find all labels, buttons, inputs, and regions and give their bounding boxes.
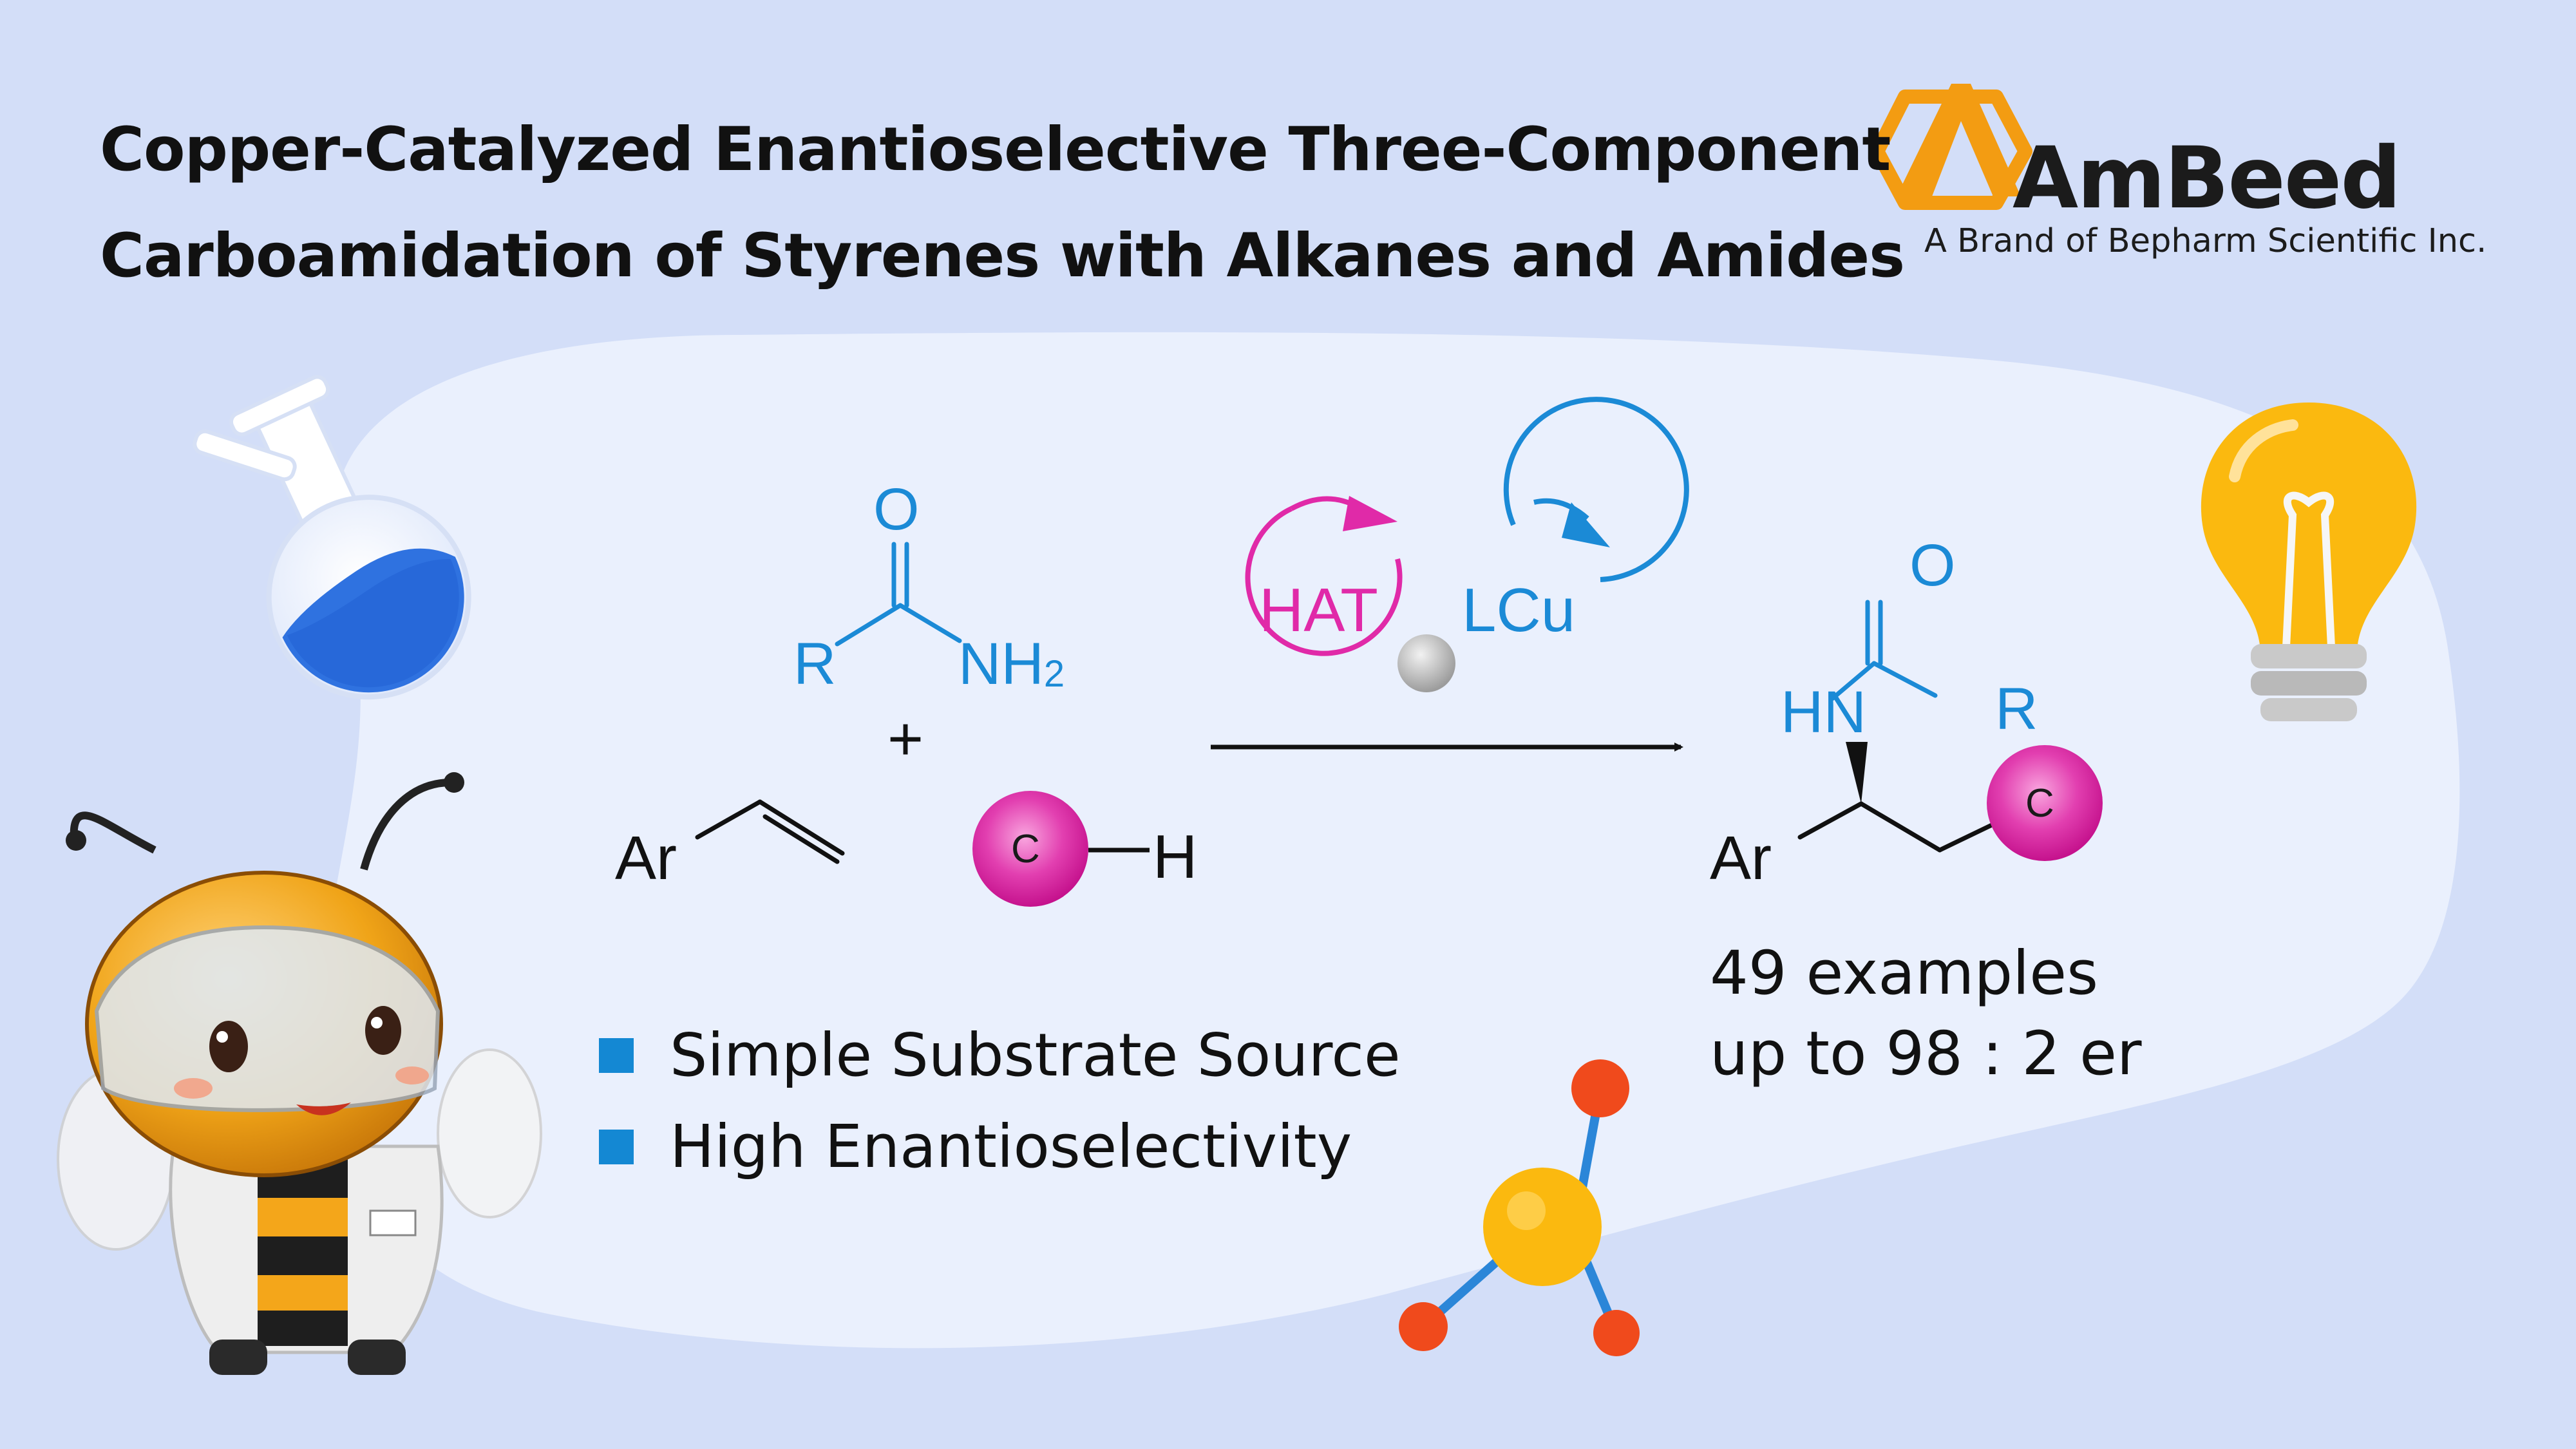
- molecule-icon: [1399, 1059, 1640, 1356]
- bee-mascot-illustration: [57, 772, 542, 1375]
- flask-icon: [229, 375, 471, 700]
- styrene-ar-label: Ar: [615, 824, 677, 893]
- feature-label-2: High Enantioselectivity: [670, 1112, 1352, 1181]
- styrene-structure: [695, 799, 845, 864]
- light-bulb-icon: [2201, 402, 2417, 721]
- brand-name: AmBeed: [2012, 129, 2401, 228]
- feature-item-2: High Enantioselectivity: [599, 1112, 1352, 1181]
- product-carbon-ball: [1987, 745, 2103, 861]
- ambeed-logo-letter: [1897, 84, 2021, 196]
- plus-sign: +: [887, 705, 924, 773]
- er-value: up to 98 : 2 er: [1710, 1019, 2142, 1089]
- cycle-junction-ball: [1397, 634, 1455, 692]
- page-title: Copper-Catalyzed Enantioselective Three-…: [100, 97, 1905, 309]
- amide-structure: [835, 542, 962, 647]
- alkane-carbon-ball: [972, 791, 1088, 907]
- product-structure: [1797, 600, 1996, 853]
- title-line-1: Copper-Catalyzed Enantioselective Three-…: [100, 115, 1891, 185]
- alkane-c-label: C: [1011, 827, 1040, 871]
- examples-count: 49 examples: [1710, 938, 2099, 1009]
- product-hn-label: HN: [1781, 679, 1866, 745]
- hat-label: HAT: [1259, 576, 1378, 645]
- nh-text: NH: [958, 631, 1044, 697]
- product-r-label: R: [1995, 676, 2038, 742]
- product-c-label: C: [2025, 781, 2054, 826]
- bullet-square-icon: [599, 1037, 634, 1073]
- ambeed-logo-icon: [1870, 90, 2032, 210]
- lcu-label: LCu: [1462, 576, 1576, 645]
- wedge-bond: [1846, 742, 1868, 804]
- catalytic-cycles: [1245, 397, 1689, 656]
- feature-label-1: Simple Substrate Source: [670, 1021, 1401, 1090]
- subscript-2: 2: [1043, 653, 1065, 695]
- product-ar-label: Ar: [1710, 824, 1772, 893]
- product-oxygen-label: O: [1909, 533, 1956, 598]
- feature-item-1: Simple Substrate Source: [599, 1021, 1401, 1090]
- amide-nh2-label: NH2: [958, 634, 1065, 694]
- amide-r-label: R: [793, 631, 837, 697]
- bullet-square-icon: [599, 1129, 634, 1164]
- alkane-h-label: H: [1153, 822, 1198, 891]
- background-blob: [323, 332, 2460, 1349]
- flask-side-arm: [193, 429, 297, 482]
- amide-oxygen-label: O: [873, 477, 920, 542]
- title-line-2: Carboamidation of Styrenes with Alkanes …: [100, 221, 1905, 291]
- brand-tagline: A Brand of Bepharm Scientific Inc.: [1924, 222, 2487, 260]
